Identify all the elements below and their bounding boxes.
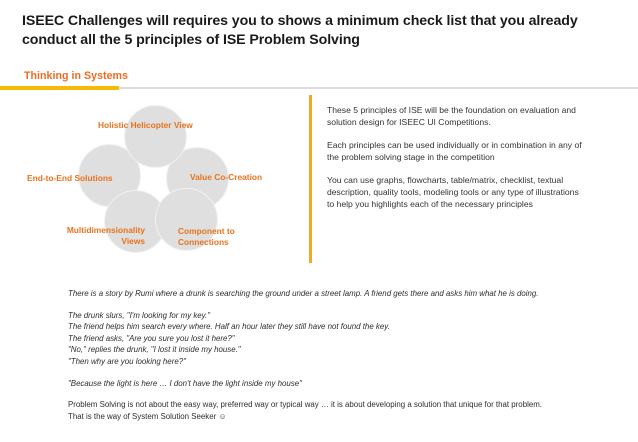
story-closing-text: That is the way of System Solution Seeke… — [68, 411, 217, 421]
story-dialogue-line-3: The friend asks, "Are you sure you lost … — [68, 333, 235, 343]
circle-component-to-connections — [155, 188, 218, 251]
header-divider-line — [119, 87, 638, 89]
slide-subtitle: Thinking in Systems — [24, 70, 128, 82]
page-title: ISEEC Challenges will requires you to sh… — [22, 13, 578, 48]
rumi-story-block: There is a story by Rumi where a drunk i… — [68, 288, 620, 422]
story-intro: There is a story by Rumi where a drunk i… — [68, 289, 539, 298]
description-paragraph-2: Each principles can be used individually… — [327, 140, 582, 162]
story-closing-line-1: Problem Solving is not about the easy wa… — [68, 400, 542, 410]
story-punchline: "Because the light is here … I don't hav… — [68, 378, 302, 388]
five-principles-diagram — [0, 95, 300, 270]
story-dialogue-line-2: The friend helps him search every where.… — [68, 322, 390, 332]
header-divider-accent — [0, 86, 119, 90]
label-component-to-connections-line2: Connections — [178, 236, 229, 247]
story-closing-line-2: That is the way of System Solution Seeke… — [68, 411, 620, 423]
principles-description-panel: These 5 principles of ISE will be the fo… — [327, 104, 583, 210]
label-holistic-helicopter-view: Holistic Helicopter View — [98, 120, 193, 130]
label-component-to-connections-line1: Component to — [178, 226, 235, 236]
smiley-icon: ☺ — [218, 411, 227, 421]
circle-holistic-helicopter-view — [124, 105, 187, 168]
vertical-divider — [309, 95, 312, 263]
description-paragraph-1: These 5 principles of ISE will be the fo… — [327, 105, 576, 127]
label-component-to-connections: Component to Connections — [178, 226, 258, 247]
story-dialogue-line-4: "No," replies the drunk, "I lost it insi… — [68, 345, 241, 355]
description-paragraph-3: You can use graphs, flowcharts, table/ma… — [327, 175, 579, 209]
label-end-to-end-solutions: End-to-End Solutions — [27, 173, 113, 183]
story-dialogue: The drunk slurs, "I'm looking for my key… — [68, 310, 620, 368]
header-divider — [0, 86, 638, 90]
story-dialogue-line-1: The drunk slurs, "I'm looking for my key… — [68, 310, 211, 320]
story-dialogue-line-5: "Then why are you looking here?" — [68, 356, 186, 366]
label-multidimensionality-views-line1: Multidimensionality — [66, 225, 145, 235]
label-multidimensionality-views-line2: Views — [121, 235, 145, 246]
label-multidimensionality-views: Multidimensionality Views — [41, 225, 145, 246]
label-value-co-creation: Value Co-Creation — [190, 172, 263, 182]
